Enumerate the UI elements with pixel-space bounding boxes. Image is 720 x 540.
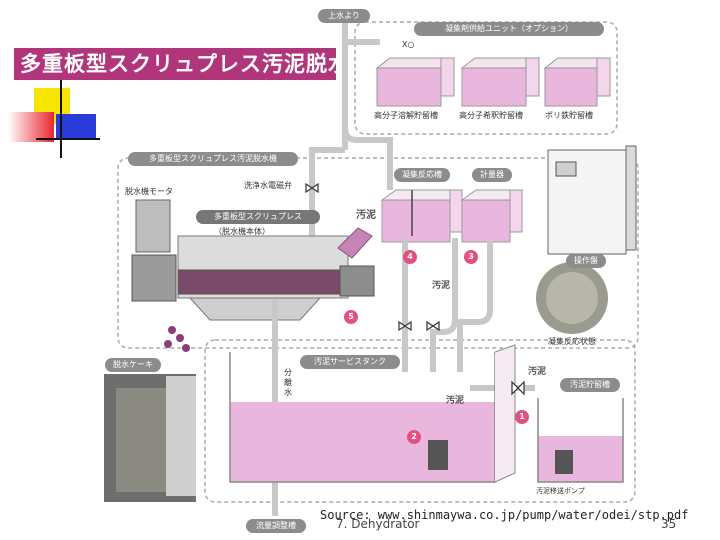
motor — [131, 199, 177, 302]
control-panel — [547, 145, 637, 255]
coagulant-unit-label: 凝集剤供給ユニット（オプション） — [414, 22, 604, 36]
service-tank — [229, 344, 516, 483]
sludge-inlet-chute — [337, 227, 373, 259]
cake-falling — [164, 326, 190, 352]
sludge-label-3: 汚泥 — [446, 396, 465, 406]
machine-section-label: 多重板型スクリュプレス汚泥脱水機 — [128, 152, 298, 166]
deco-red-square — [8, 112, 54, 142]
coagulation-tank — [380, 189, 464, 243]
flow-adjust-label: 流量調整槽 — [246, 519, 306, 533]
tank-ferric — [543, 57, 612, 107]
step-badge-1: 1 — [515, 410, 529, 424]
deco-horizontal-line — [36, 138, 100, 140]
service-tank-label: 汚泥サービスタンク — [300, 355, 400, 369]
page-number: 35 — [661, 517, 677, 531]
step-badge-2: 2 — [407, 430, 421, 444]
sludge-label-1: 汚泥 — [356, 210, 376, 221]
tank-ferric-label: ポリ鉄貯留槽 — [545, 111, 593, 120]
wash-valve-label: 洗浄水電磁弁 — [244, 181, 292, 190]
tank-polymer-dissolve — [375, 57, 456, 107]
cake-label: 脱水ケーキ — [105, 358, 161, 372]
diagram-title: 多重板型スクリュプレス汚泥脱水機 — [14, 48, 336, 80]
sludge-label-4: 汚泥 — [528, 367, 547, 377]
screw-press — [177, 235, 375, 321]
step-badge-3: 3 — [464, 250, 478, 264]
valve-wash — [305, 182, 319, 194]
cake-photo — [104, 374, 196, 502]
floc-caption: 凝集反応状態 — [548, 337, 596, 346]
tank-polymer-dissolve-label: 高分子溶解貯留槽 — [374, 111, 438, 120]
storage-tank-label: 汚泥貯留槽 — [560, 378, 620, 392]
metering-box — [460, 189, 524, 243]
water-to-coag-pipe — [342, 100, 393, 190]
step-badge-5: 5 — [344, 310, 358, 324]
motor-label: 脱水機モータ — [125, 187, 173, 196]
valve-x-label: X○ — [402, 40, 415, 49]
metering-down-pipe — [457, 240, 493, 372]
step-badge-4: 4 — [403, 250, 417, 264]
coag-tank-label: 凝集反応槽 — [394, 168, 450, 182]
sludge-supply-pipe — [430, 238, 458, 372]
storage-tank — [537, 398, 624, 483]
tank-polymer-dilute — [460, 57, 541, 107]
deco-blue-square — [56, 114, 96, 140]
source-citation: Source: www.shinmaywa.co.jp/pump/water/o… — [320, 508, 689, 522]
metering-label: 計量器 — [472, 168, 512, 182]
sludge-label-2: 汚泥 — [432, 281, 451, 291]
separated-water-label: 分離水 — [284, 368, 292, 397]
transfer-pump-label: 汚泥移送ポンプ — [536, 487, 585, 495]
lower-section-box — [204, 339, 636, 503]
valve-sludge — [398, 320, 525, 396]
deco-vertical-line — [60, 78, 62, 158]
screw-press-label: 多重板型スクリュプレス — [196, 210, 320, 224]
control-panel-label: 操作盤 — [566, 254, 606, 268]
tank-polymer-dilute-label: 高分子希釈貯留槽 — [459, 111, 523, 120]
floc-photo — [536, 262, 608, 334]
slide-section-label: 7. Dehydrator — [336, 517, 420, 531]
water-supply-label: 上水より — [318, 9, 370, 23]
screw-press-sub-label: （脱水機本体） — [214, 227, 270, 236]
